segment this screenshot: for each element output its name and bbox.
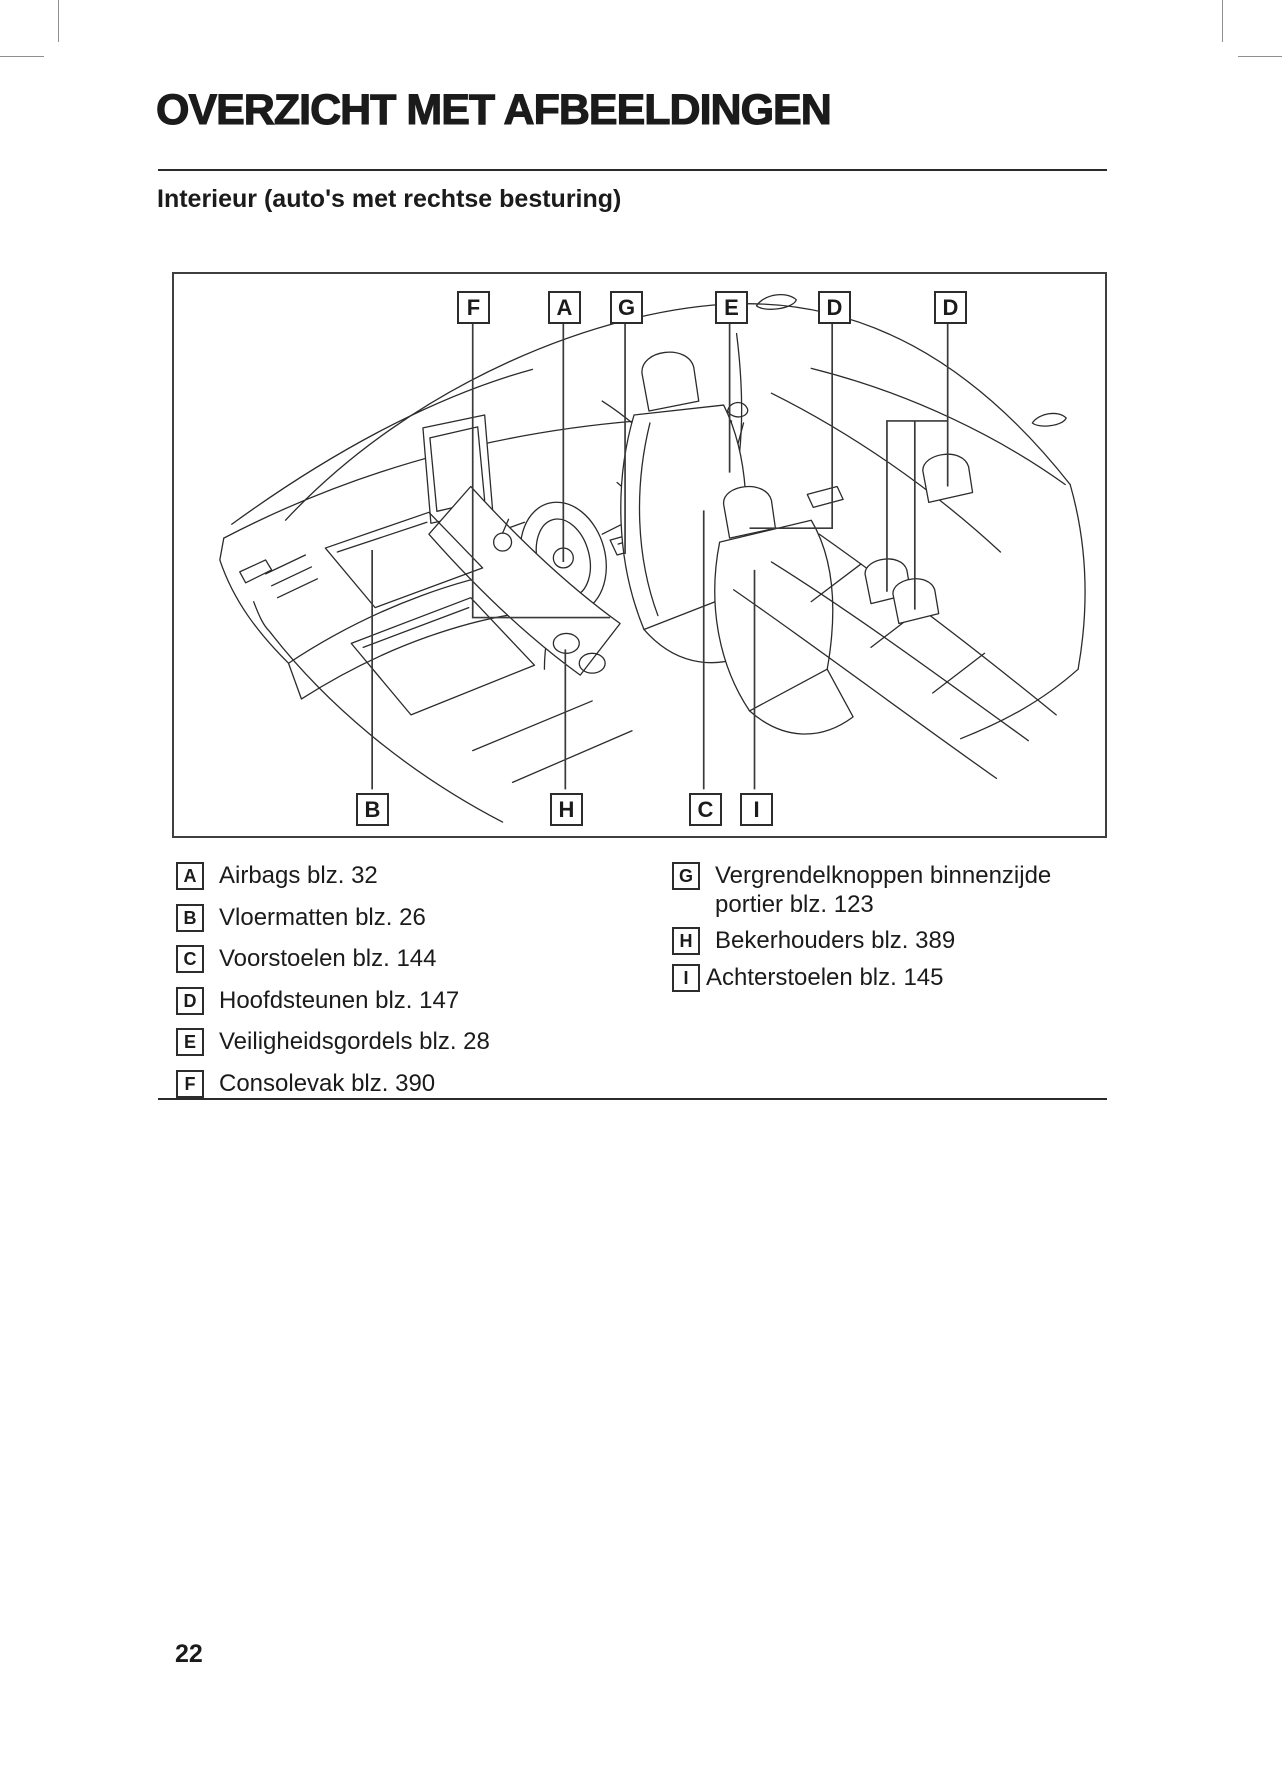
legend-label: Bekerhouders blz. 389 xyxy=(715,926,955,955)
crop-mark-top-left-horizontal xyxy=(0,56,44,57)
legend-item-bekerhouders: H Bekerhouders blz. 389 xyxy=(672,926,955,955)
legend-letter-f: F xyxy=(176,1070,204,1098)
crop-mark-top-left-vertical xyxy=(58,0,59,42)
legend-page-ref: blz. 389 xyxy=(871,927,956,954)
legend-item-achterstoelen: I Achterstoelen blz. 145 xyxy=(672,963,944,992)
legend-letter-h: H xyxy=(672,927,700,955)
crop-mark-top-right-horizontal xyxy=(1238,56,1282,57)
legend-letter-d: D xyxy=(176,987,204,1015)
legend-text: Voorstoelen xyxy=(219,945,346,972)
legend-label: Vloermatten blz. 26 xyxy=(219,903,426,932)
callout-box-c: C xyxy=(689,793,722,826)
legend-page-ref: blz. 145 xyxy=(859,964,944,991)
legend-page-ref: blz. 144 xyxy=(352,945,437,972)
interior-figure-frame: F A G E D D B H C I xyxy=(172,272,1107,838)
legend-label: Consolevak blz. 390 xyxy=(219,1069,435,1098)
section-subtitle: Interieur (auto's met rechtse besturing) xyxy=(157,185,622,213)
legend-page-ref: blz. 123 xyxy=(789,891,874,918)
legend-page-ref: blz. 28 xyxy=(419,1028,490,1055)
callout-box-h: H xyxy=(550,793,583,826)
title-divider xyxy=(158,169,1107,171)
legend-text: Hoofdsteunen xyxy=(219,987,369,1014)
legend-page-ref: blz. 26 xyxy=(355,904,426,931)
legend-bottom-divider xyxy=(158,1098,1107,1100)
callout-box-e: E xyxy=(715,291,748,324)
legend-text: Achterstoelen xyxy=(706,964,853,991)
legend-label: Hoofdsteunen blz. 147 xyxy=(219,986,459,1015)
legend-letter-c: C xyxy=(176,945,204,973)
legend-text: Vergrendelknoppen binnenzijde portier xyxy=(715,862,1052,918)
legend-label: Achterstoelen blz. 145 xyxy=(706,963,944,992)
legend-letter-e: E xyxy=(176,1028,204,1056)
legend-label: Vergrendelknoppen binnenzijde portier bl… xyxy=(715,861,1060,919)
legend-text: Consolevak xyxy=(219,1070,345,1097)
legend-text: Veiligheidsgordels xyxy=(219,1028,413,1055)
car-interior-illustration xyxy=(219,293,1086,823)
callout-box-d1: D xyxy=(818,291,851,324)
cabin-sketch xyxy=(219,293,1086,823)
legend-item-vergrendelknoppen: G Vergrendelknoppen binnenzijde portier … xyxy=(672,861,1060,919)
legend-page-ref: blz. 32 xyxy=(307,862,378,889)
legend-letter-a: A xyxy=(176,862,204,890)
legend-page-ref: blz. 147 xyxy=(375,987,460,1014)
legend-item-veiligheidsgordels: E Veiligheidsgordels blz. 28 xyxy=(176,1027,490,1056)
legend-page-ref: blz. 390 xyxy=(351,1070,436,1097)
legend-text: Bekerhouders xyxy=(715,927,865,954)
legend-label: Airbags blz. 32 xyxy=(219,861,378,890)
legend-item-voorstoelen: C Voorstoelen blz. 144 xyxy=(176,944,437,973)
legend-item-hoofdsteunen: D Hoofdsteunen blz. 147 xyxy=(176,986,459,1015)
callout-box-a: A xyxy=(548,291,581,324)
legend-letter-i: I xyxy=(672,964,700,992)
legend-text: Airbags xyxy=(219,862,301,889)
legend-label: Veiligheidsgordels blz. 28 xyxy=(219,1027,490,1056)
legend-text: Vloermatten xyxy=(219,904,349,931)
callout-box-d2: D xyxy=(934,291,967,324)
legend-item-consolevak: F Consolevak blz. 390 xyxy=(176,1069,435,1098)
crop-mark-top-right-vertical xyxy=(1222,0,1223,42)
callout-box-f: F xyxy=(457,291,490,324)
page-number: 22 xyxy=(175,1640,203,1668)
page-title: OVERZICHT MET AFBEELDINGEN xyxy=(155,85,832,134)
legend-label: Voorstoelen blz. 144 xyxy=(219,944,437,973)
legend-letter-b: B xyxy=(176,904,204,932)
callout-box-i: I xyxy=(740,793,773,826)
legend-letter-g: G xyxy=(672,862,700,890)
legend-item-airbags: A Airbags blz. 32 xyxy=(176,861,378,890)
legend-item-vloermatten: B Vloermatten blz. 26 xyxy=(176,903,426,932)
callout-box-g: G xyxy=(610,291,643,324)
callout-box-b: B xyxy=(356,793,389,826)
callout-leader-lines xyxy=(371,323,949,790)
